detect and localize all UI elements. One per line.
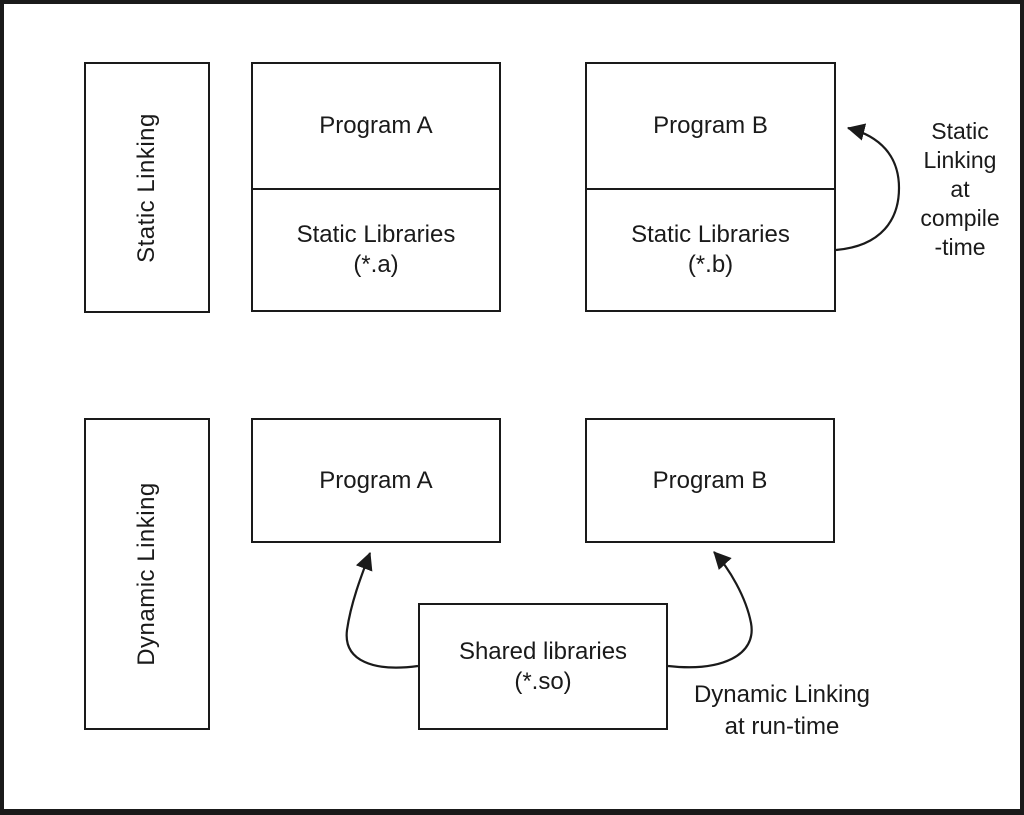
dynamic-program-a-box: Program A: [251, 418, 501, 543]
dynamic-program-b-title: Program B: [652, 466, 768, 494]
dynamic-linking-row-label: Dynamic Linking: [133, 482, 161, 666]
dynamic-program-b-box: Program B: [585, 418, 835, 543]
static-program-b-title: Program B: [653, 112, 768, 139]
static-note-line-2: Linking: [923, 147, 997, 173]
shared-libraries-box: Shared libraries (*.so): [418, 603, 668, 730]
dynamic-note-line-2: at run-time: [724, 713, 840, 740]
static-program-b-lib-line2: (*.b): [687, 251, 734, 278]
static-linking-note: Static Linking at compile -time: [895, 117, 1024, 262]
static-note-line-4: compile: [920, 205, 1000, 231]
shared-libraries-line2: (*.so): [514, 667, 572, 695]
static-program-b-lib-line1: Static Libraries: [631, 221, 790, 248]
static-note-line-1: Static: [931, 118, 989, 144]
static-linking-row-label: Static Linking: [133, 112, 160, 263]
static-program-a-title: Program A: [319, 112, 433, 139]
dynamic-linking-row-label-box: Dynamic Linking: [84, 418, 210, 730]
dynamic-linking-note: Dynamic Linking at run-time: [682, 679, 882, 743]
shared-to-program-a-arrow: [345, 551, 419, 669]
static-program-a-box: Program A Static Libraries (*.a): [251, 62, 501, 312]
shared-to-program-b-arrow: [667, 551, 753, 669]
static-linking-row-label-box: Static Linking: [84, 62, 210, 313]
static-program-b-libraries: Static Libraries (*.b): [587, 188, 834, 310]
dynamic-program-a-title: Program A: [319, 466, 433, 494]
static-program-a-libraries: Static Libraries (*.a): [253, 188, 499, 310]
dynamic-note-line-1: Dynamic Linking: [693, 681, 871, 708]
static-program-b-box: Program B Static Libraries (*.b): [585, 62, 836, 312]
static-program-a-lib-line2: (*.a): [353, 251, 399, 278]
static-note-line-5: -time: [934, 234, 986, 260]
static-note-line-3: at: [950, 176, 970, 202]
static-program-a-lib-line1: Static Libraries: [296, 221, 456, 248]
static-linking-arrow: [835, 123, 901, 252]
shared-libraries-line1: Shared libraries: [458, 637, 628, 665]
